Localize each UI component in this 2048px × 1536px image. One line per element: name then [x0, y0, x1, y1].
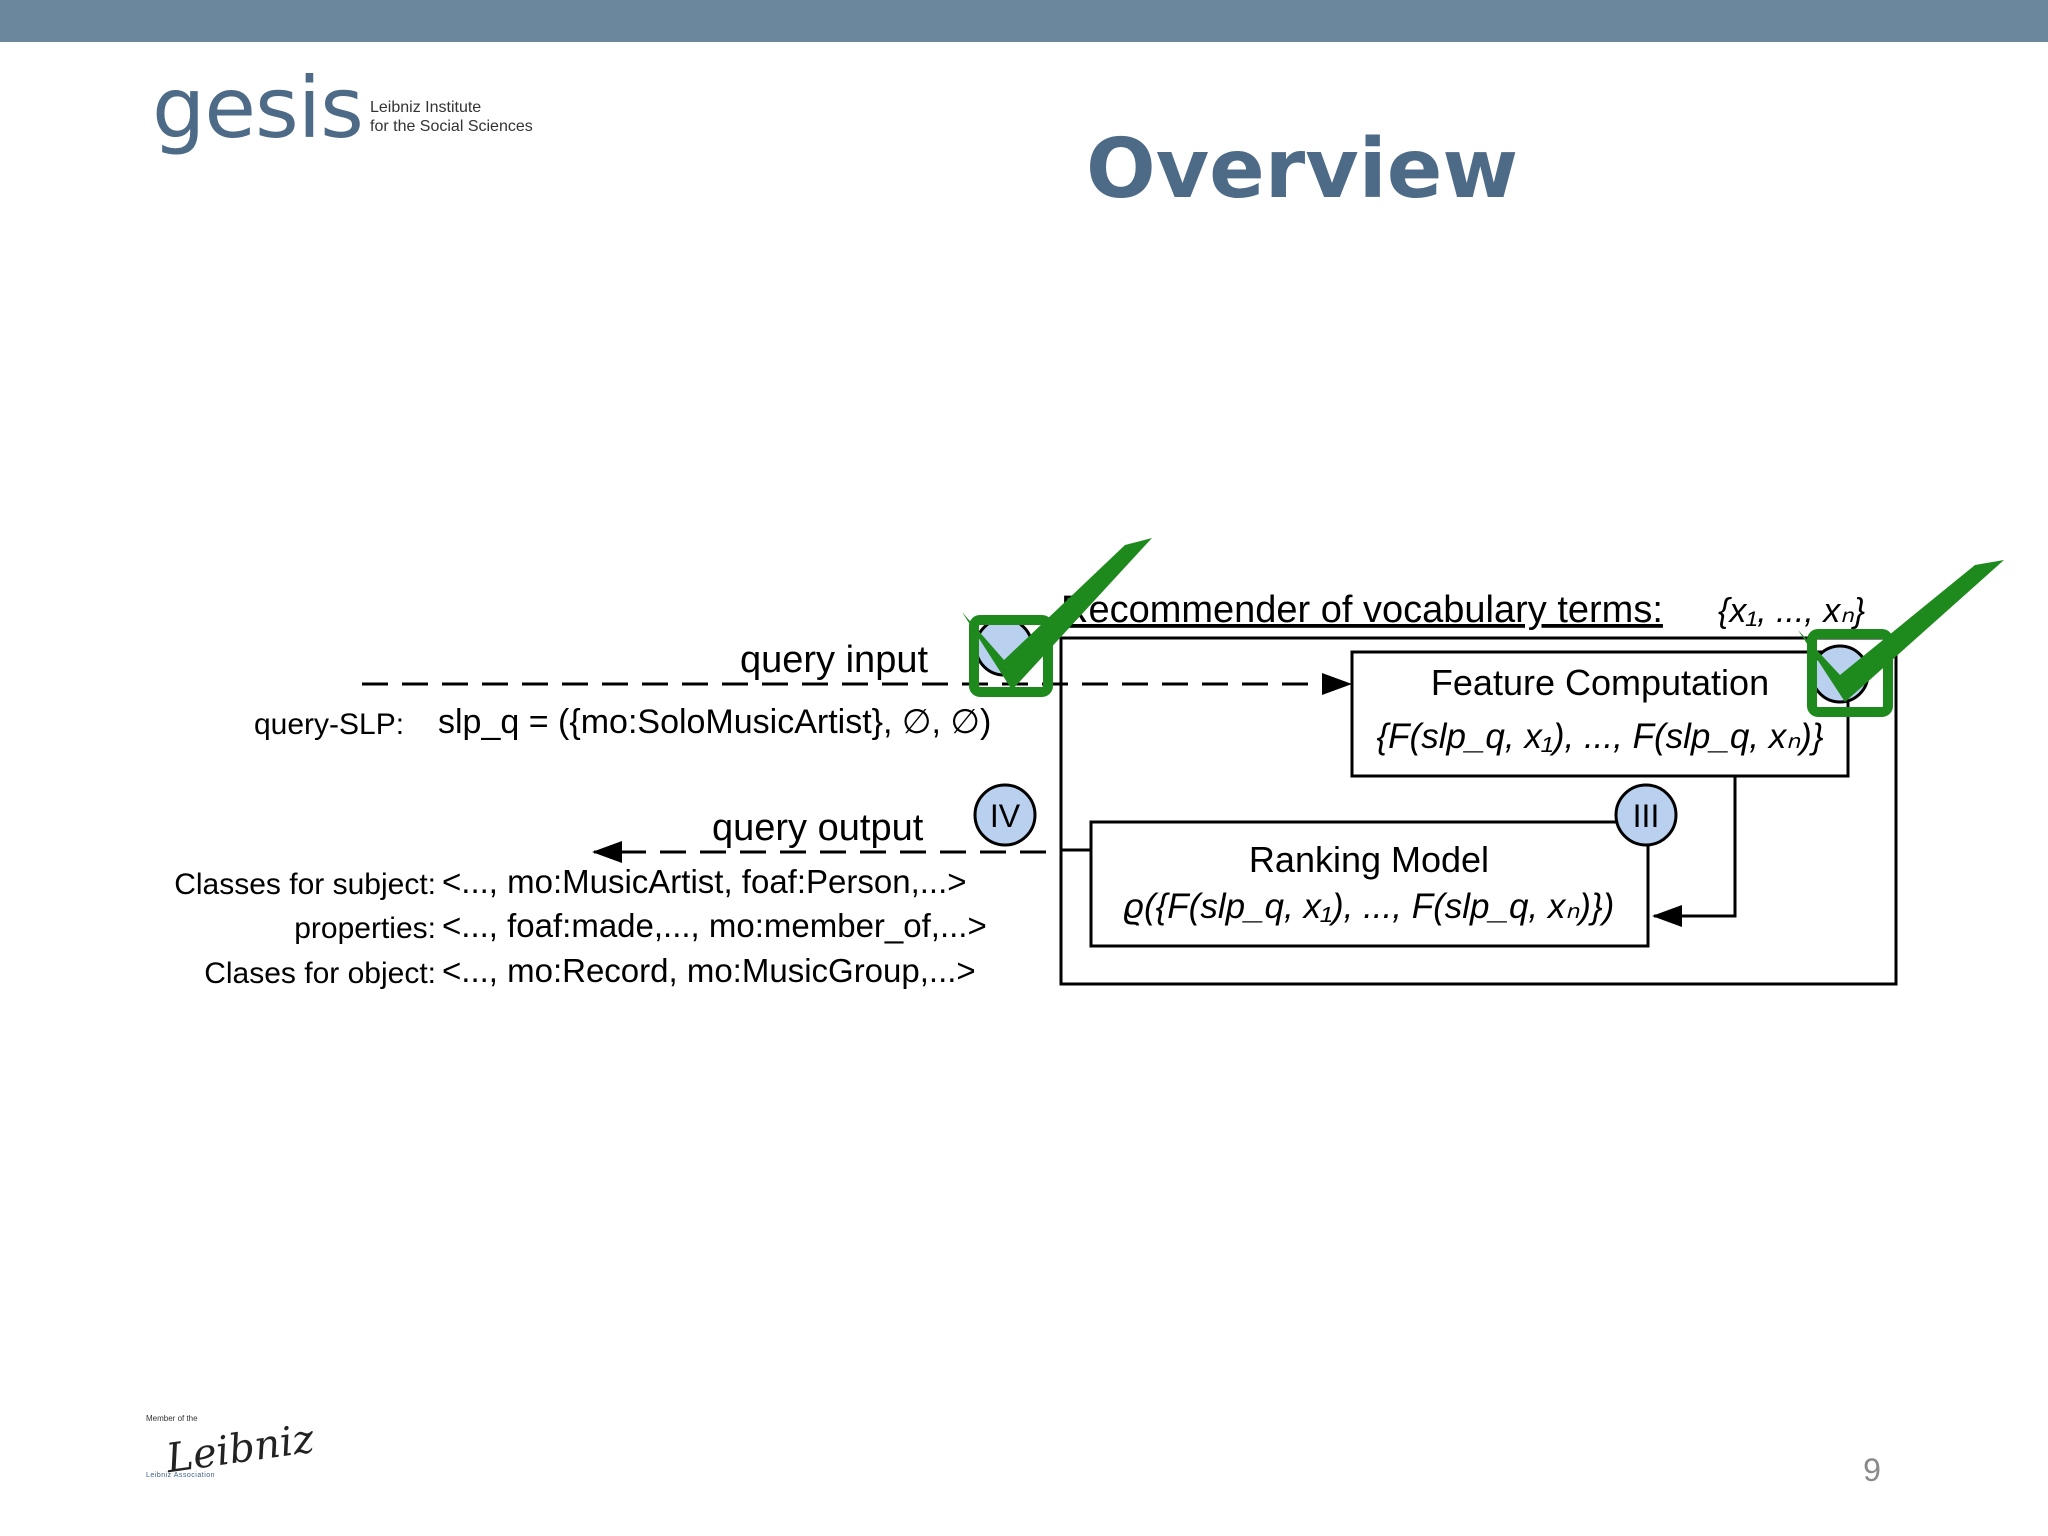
- ranking-model-box: [1089, 820, 1650, 948]
- badge-iv: IV: [973, 783, 1037, 847]
- output-row-properties-value: <..., foaf:made,..., mo:member_of,...>: [442, 907, 987, 944]
- logo-wordmark: gesis: [152, 59, 364, 157]
- feature-computation-title: Feature Computation: [1431, 662, 1769, 703]
- query-slp-math: slp_q = ({mo:SoloMusicArtist}, ∅, ∅): [438, 703, 991, 741]
- ranking-model-math: ϱ({F(slp_q, x₁), ..., F(slp_q, xₙ)}): [1124, 887, 1615, 926]
- leibniz-logo: Member of the Leibniz Leibniz Associatio…: [138, 1410, 317, 1490]
- logo-subtitle: Leibniz Institute for the Social Science…: [370, 98, 533, 136]
- feature-to-ranking-arrow: [1652, 776, 1737, 927]
- output-row-object-label: Clases for object:: [204, 957, 436, 990]
- query-output-label: query output: [712, 807, 924, 849]
- page-number: 9: [1863, 1452, 1881, 1488]
- green-checkmark-icon: [962, 538, 1152, 697]
- recommender-label: Recommender of vocabulary terms:: [1061, 589, 1663, 631]
- leibniz-member-text: Member of the: [146, 1414, 198, 1423]
- gesis-logo: gesis Leibniz Institute for the Social S…: [152, 58, 572, 158]
- recommender-frame: [1059, 636, 1898, 986]
- output-row-subject-label: Classes for subject:: [174, 868, 436, 901]
- ranking-model-title: Ranking Model: [1249, 839, 1489, 880]
- output-row-subject-value: <..., mo:MusicArtist, foaf:Person,...>: [442, 863, 967, 900]
- green-checkmark-icon: [1798, 560, 2004, 717]
- badge-iv-label: IV: [990, 798, 1021, 834]
- query-input-label: query input: [740, 639, 928, 681]
- badge-iii: III: [1614, 783, 1678, 847]
- leibniz-association-text: Leibniz Association: [146, 1472, 216, 1479]
- logo-subtitle-line1: Leibniz Institute: [370, 99, 482, 116]
- query-slp-label: query-SLP:: [254, 708, 404, 741]
- top-bar: [0, 0, 2048, 42]
- logo-subtitle-line2: for the Social Sciences: [370, 118, 533, 135]
- recommender-math: {x₁, ..., xₙ}: [1718, 592, 1865, 630]
- output-row-object-value: <..., mo:Record, mo:MusicGroup,...>: [442, 952, 976, 989]
- output-row-properties-label: properties:: [294, 912, 436, 945]
- feature-computation-math: {F(slp_q, x₁), ..., F(slp_q, xₙ)}: [1376, 717, 1823, 756]
- slide-title: Overview: [1086, 122, 1519, 217]
- badge-iii-label: III: [1633, 798, 1660, 834]
